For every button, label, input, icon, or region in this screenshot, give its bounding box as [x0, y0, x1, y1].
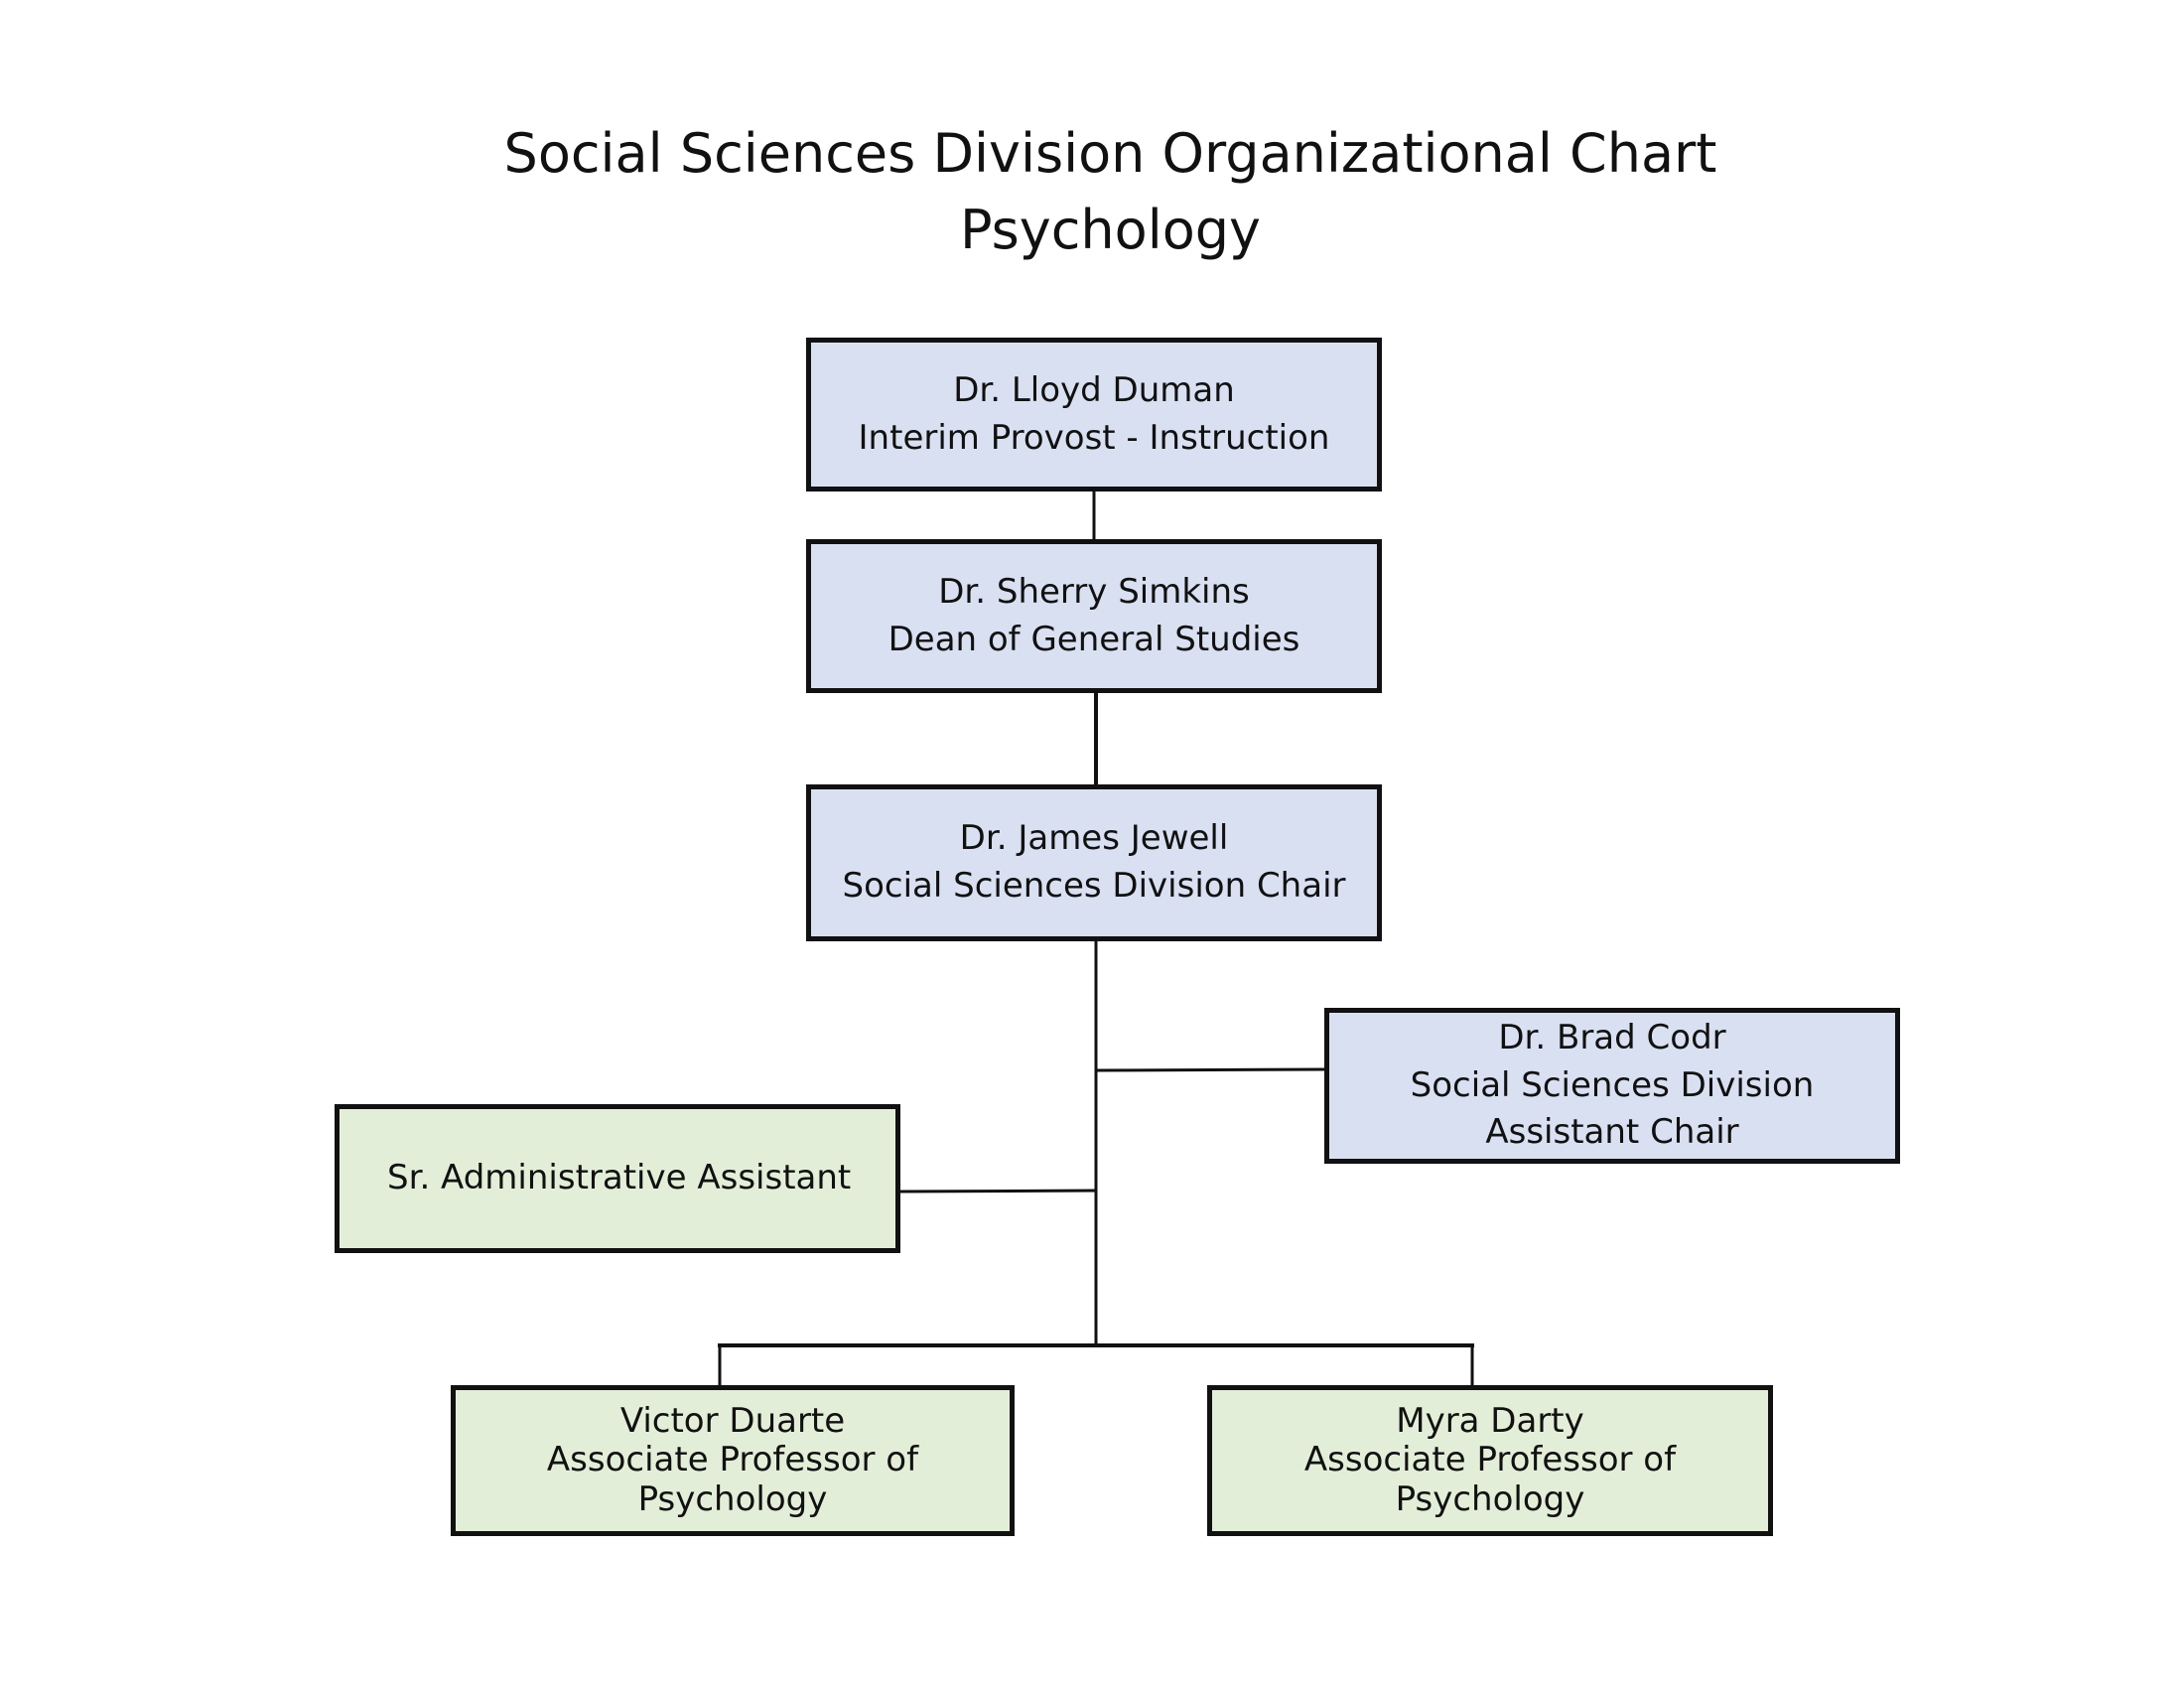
- node-admin-assistant: Sr. Administrative Assistant: [335, 1104, 900, 1253]
- chart-title: Social Sciences Division Organizational …: [503, 122, 1717, 185]
- node-assistant-chair-role-line1: Social Sciences Division: [1410, 1064, 1815, 1105]
- node-provost-name: Dr. Lloyd Duman: [953, 369, 1235, 410]
- node-chair-role: Social Sciences Division Chair: [842, 866, 1346, 906]
- node-dean-name: Dr. Sherry Simkins: [938, 571, 1250, 612]
- node-darty-role-line2: Psychology: [1395, 1478, 1585, 1519]
- node-admin-role: Sr. Administrative Assistant: [387, 1158, 852, 1198]
- node-duarte-name: Victor Duarte: [619, 1400, 846, 1441]
- node-duarte-role-line2: Psychology: [637, 1478, 828, 1519]
- node-dean-role: Dean of General Studies: [887, 619, 1300, 659]
- chart-subtitle: Psychology: [960, 199, 1261, 261]
- node-darty-role-line1: Associate Professor of: [1303, 1440, 1677, 1480]
- node-provost: Dr. Lloyd Duman Interim Provost - Instru…: [806, 338, 1382, 492]
- node-assistant-chair-name: Dr. Brad Codr: [1498, 1018, 1726, 1058]
- node-duarte-role-line1: Associate Professor of: [546, 1440, 919, 1480]
- node-faculty-duarte: Victor Duarte Associate Professor of Psy…: [451, 1385, 1015, 1536]
- node-chair-name: Dr. James Jewell: [959, 818, 1229, 859]
- node-provost-role: Interim Provost - Instruction: [858, 417, 1330, 458]
- edge-chair-admin: [898, 1189, 1098, 1194]
- node-assistant-chair-role-line2: Assistant Chair: [1485, 1112, 1739, 1153]
- node-faculty-darty: Myra Darty Associate Professor of Psycho…: [1207, 1385, 1773, 1536]
- node-darty-name: Myra Darty: [1396, 1400, 1584, 1441]
- node-assistant-chair: Dr. Brad Codr Social Sciences Division A…: [1324, 1008, 1900, 1164]
- node-dean: Dr. Sherry Simkins Dean of General Studi…: [806, 539, 1382, 693]
- edge-chair-assistant-chair: [1094, 1067, 1326, 1072]
- node-division-chair: Dr. James Jewell Social Sciences Divisio…: [806, 784, 1382, 941]
